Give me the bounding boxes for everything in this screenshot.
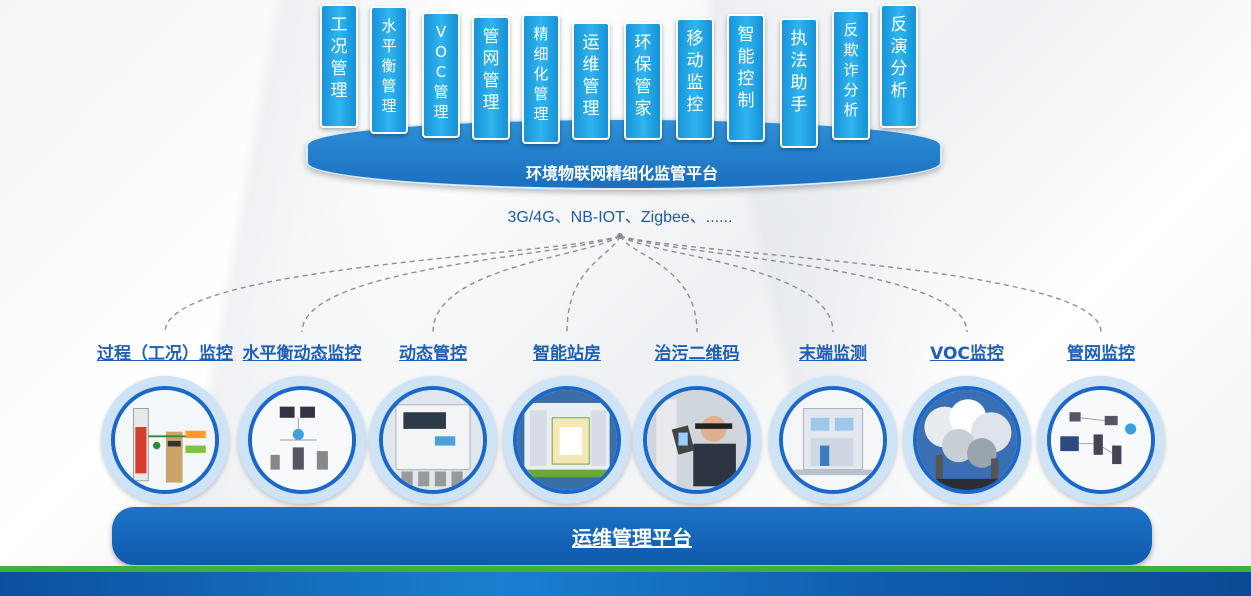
pillar-2[interactable]: 水平衡管理 xyxy=(370,6,408,134)
pillar-4[interactable]: 管网管理 xyxy=(472,16,510,140)
footer-blue-band xyxy=(0,572,1251,596)
network-protocols-label: 3G/4G、NB-IOT、Zigbee、...... xyxy=(507,209,733,226)
pillar-1[interactable]: 工况管理 xyxy=(320,4,358,128)
pillar-7[interactable]: 环保管家 xyxy=(624,22,662,140)
connector-line-5 xyxy=(619,235,698,333)
pipe-network-diagram-image xyxy=(1047,386,1155,494)
module-label[interactable]: 过程（工况）监控 xyxy=(97,344,233,364)
pillar-label: 执法助手 xyxy=(790,29,808,115)
industrial-process-image xyxy=(111,386,219,494)
connector-line-6 xyxy=(619,235,834,333)
top-platform-title: 环境物联网精细化监管平台 xyxy=(525,164,718,183)
module-2-circle[interactable] xyxy=(238,376,366,504)
module-5-circle[interactable] xyxy=(633,376,761,504)
pillar-label: 精细化管理 xyxy=(533,25,549,123)
pillar-label: 工况管理 xyxy=(330,15,348,101)
pillar-label: 管网管理 xyxy=(482,27,500,113)
voc-smoke-image xyxy=(913,386,1021,494)
module-1-circle[interactable] xyxy=(101,376,229,504)
pillar-10[interactable]: 执法助手 xyxy=(780,18,818,148)
module-label[interactable]: 管网监控 xyxy=(1067,344,1135,364)
module-label[interactable]: VOC监控 xyxy=(930,344,1004,364)
water-balance-diagram-image xyxy=(248,386,356,494)
connector-line-1 xyxy=(164,235,621,333)
smart-station-image xyxy=(513,386,621,494)
connector-line-8 xyxy=(619,235,1102,333)
module-label[interactable]: 智能站房 xyxy=(533,344,601,364)
module-label[interactable]: 治污二维码 xyxy=(654,344,740,364)
pillar-12[interactable]: 反演分析 xyxy=(880,4,918,128)
pillar-9[interactable]: 智能控制 xyxy=(727,14,765,142)
module-label[interactable]: 动态管控 xyxy=(399,344,467,364)
pillar-8[interactable]: 移动监控 xyxy=(676,18,714,140)
module-8-circle[interactable] xyxy=(1037,376,1165,504)
connector-line-2 xyxy=(301,235,621,333)
connector-line-7 xyxy=(619,235,968,333)
module-label[interactable]: 水平衡动态监控 xyxy=(242,344,362,364)
pillar-label: 反演分析 xyxy=(890,15,908,101)
ops-platform-title[interactable]: 运维管理平台 xyxy=(572,526,692,550)
module-3-circle[interactable] xyxy=(369,376,497,504)
pillar-5[interactable]: 精细化管理 xyxy=(522,14,560,144)
control-device-image xyxy=(379,386,487,494)
ops-platform-bar[interactable]: 运维管理平台 xyxy=(112,507,1152,565)
pillar-label: VOC管理 xyxy=(433,23,449,121)
pillar-label: 智能控制 xyxy=(737,25,755,111)
pillar-11[interactable]: 反欺诈分析 xyxy=(832,10,870,140)
module-4-circle[interactable] xyxy=(503,376,631,504)
module-7-circle[interactable] xyxy=(903,376,1031,504)
pillar-3[interactable]: VOC管理 xyxy=(422,12,460,138)
pillar-label: 移动监控 xyxy=(686,29,704,115)
footer-green-stripe xyxy=(0,566,1251,572)
pillar-label: 环保管家 xyxy=(634,33,652,119)
pillar-label: 运维管理 xyxy=(582,33,600,119)
pillar-label: 反欺诈分析 xyxy=(843,21,859,119)
connector-line-4 xyxy=(566,235,621,333)
qr-code-scan-image xyxy=(643,386,751,494)
pillar-label: 水平衡管理 xyxy=(381,17,397,115)
module-6-circle[interactable] xyxy=(769,376,897,504)
pillar-6[interactable]: 运维管理 xyxy=(572,22,610,140)
connector-line-3 xyxy=(432,235,621,333)
module-label[interactable]: 末端监测 xyxy=(799,344,867,364)
terminal-monitoring-image xyxy=(779,386,887,494)
